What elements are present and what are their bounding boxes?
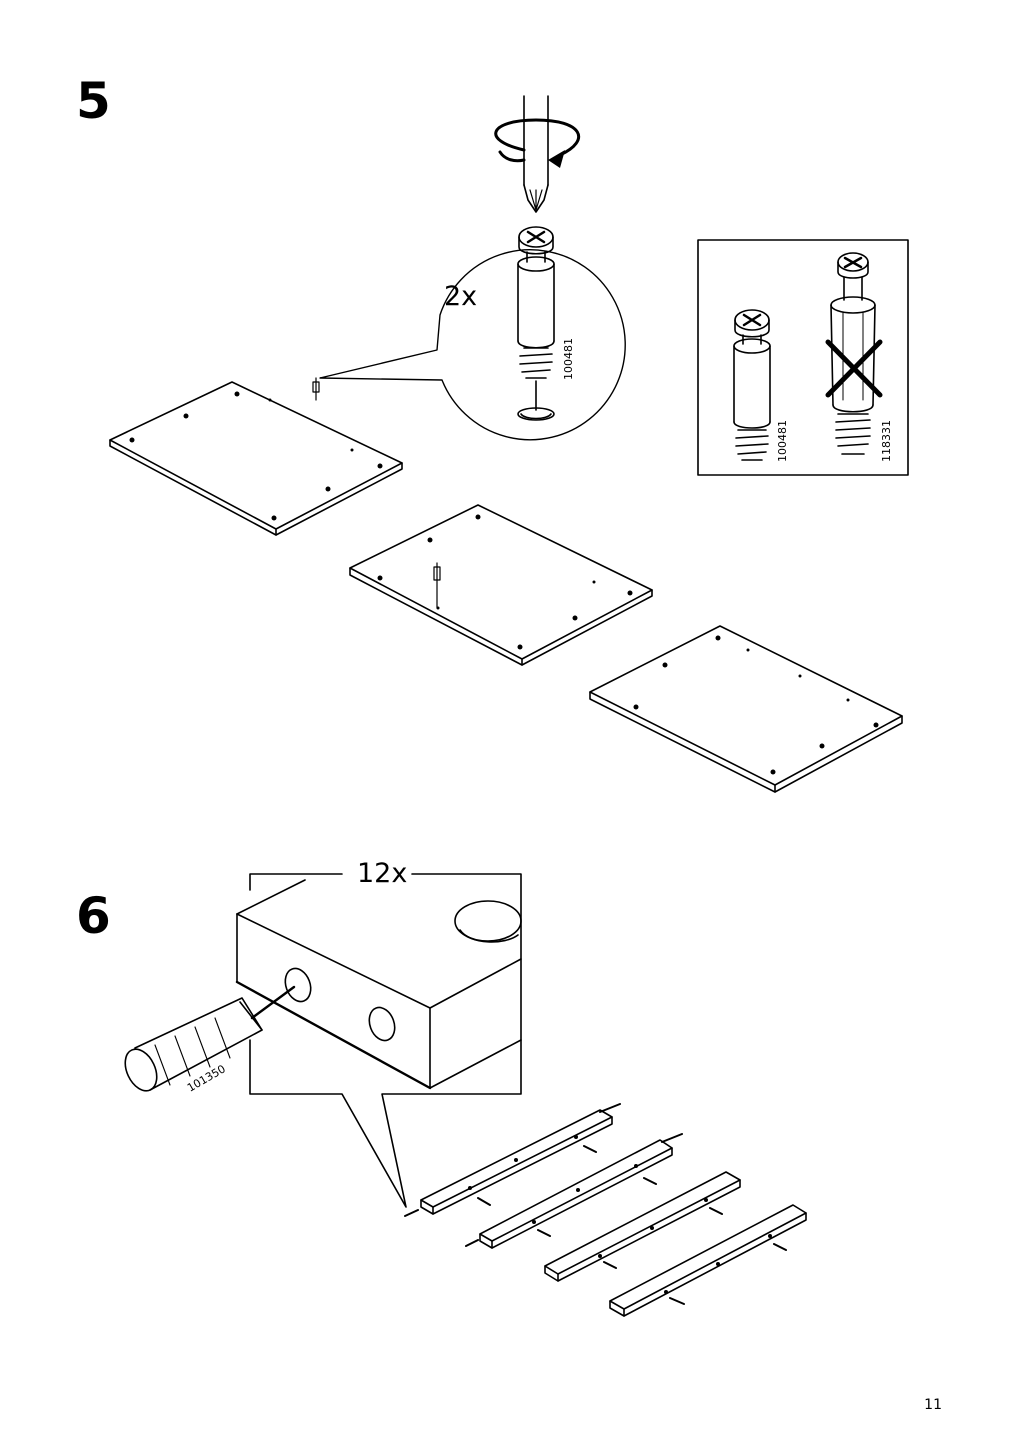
quantity-label-2x: 2x	[444, 281, 477, 312]
screwdriver-handle-icon	[124, 985, 296, 1092]
part-number-label: 100481	[562, 338, 575, 380]
correct-part-number: 100481	[776, 420, 789, 462]
screwdriver-icon	[494, 95, 581, 213]
step-number-6: 6	[76, 887, 111, 945]
magnifier-callout	[319, 249, 626, 441]
panel-3	[589, 625, 903, 793]
panel-1	[109, 377, 403, 536]
rail-4	[609, 1204, 807, 1317]
detail-frame	[249, 873, 522, 1208]
panel-2	[349, 504, 653, 666]
quantity-label-12x: 12x	[357, 858, 407, 889]
cross-mark-icon	[825, 339, 883, 398]
comparison-box	[697, 239, 909, 476]
page-number: 11	[924, 1397, 942, 1413]
wood-block	[235, 879, 522, 1090]
correct-screw-icon	[733, 309, 771, 461]
cam-screw-icon	[517, 226, 555, 421]
rail-1	[404, 1103, 621, 1217]
rail-3	[544, 1171, 741, 1282]
wrong-part-number: 118331	[880, 420, 893, 462]
step-number-5: 5	[76, 72, 111, 130]
rail-2	[465, 1133, 683, 1249]
